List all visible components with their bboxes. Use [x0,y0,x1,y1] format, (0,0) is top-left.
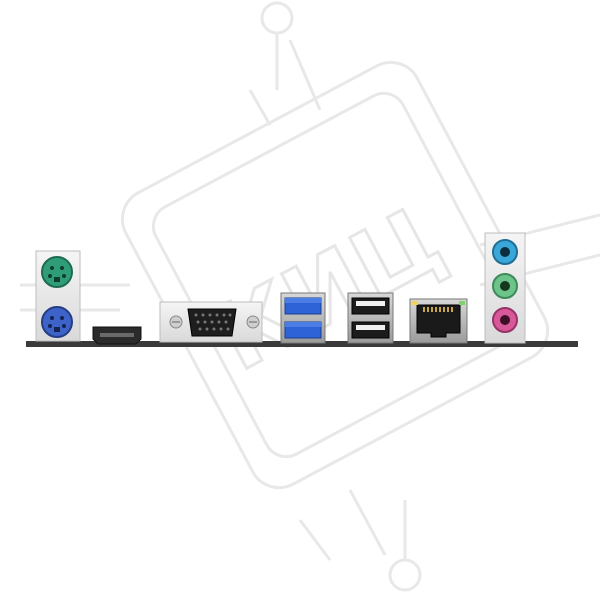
watermark-frame [120,60,550,490]
audio-jack-group [484,232,526,344]
ps2-mouse-port [41,306,73,338]
hdmi-port [92,326,142,345]
ps2-keyboard-port [41,256,73,288]
watermark-text: КИЦ [199,186,459,392]
watermark-circle-bottom [388,558,422,592]
rj45-port-icon [416,304,461,338]
watermark-line [348,489,387,556]
watermark-line [248,89,272,126]
rj45-led [459,301,465,305]
audio-line-out-jack [492,273,518,299]
usb3-port-stack [280,292,326,344]
ps2-port-icon [41,306,73,338]
audio-mic-jack [492,307,518,333]
watermark-line [298,519,332,561]
ps2-port-group [35,250,81,342]
watermark-circle-top [260,1,294,35]
ethernet-port [409,298,468,344]
rj45-led [412,301,418,305]
usb2-port-stack [347,292,394,344]
io-shield-edge [26,341,578,347]
vga-port [159,301,263,343]
audio-line-in-jack [492,239,518,265]
ps2-port-icon [41,256,73,288]
